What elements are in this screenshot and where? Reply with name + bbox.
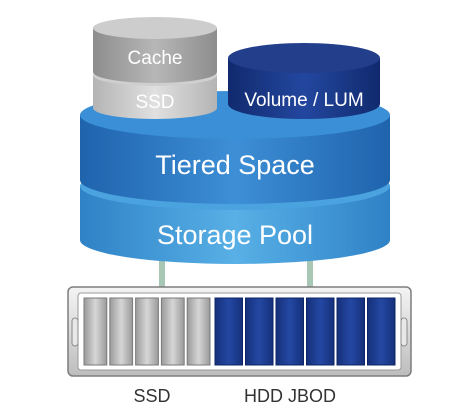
pool-connectors (159, 252, 313, 288)
enclosure-right-handle (400, 317, 408, 347)
ssd-bay (186, 297, 211, 366)
jbod-enclosure (67, 286, 412, 377)
volume-label: Volume / LUM (244, 90, 363, 111)
ssd-bay (83, 297, 108, 366)
volume-cylinder (228, 43, 380, 119)
hdd-bay (336, 297, 365, 366)
cache-cylinder (93, 17, 217, 83)
connector-right (307, 252, 313, 288)
enclosure-hdd-label: HDD JBOD (244, 386, 336, 406)
hdd-bay (214, 297, 243, 366)
ssd-bay (160, 297, 185, 366)
ssd-bays (83, 297, 211, 366)
ssd-cache-label: SSD (135, 92, 174, 113)
hdd-bays (214, 297, 396, 366)
cache-label: Cache (128, 48, 183, 69)
hdd-bay (306, 297, 335, 366)
connector-left (159, 252, 165, 288)
hdd-bay (275, 297, 304, 366)
storage-pool-label: Storage Pool (157, 220, 313, 250)
enclosure-left-handle (71, 317, 79, 347)
hdd-bay (367, 297, 396, 366)
ssd-bay (109, 297, 134, 366)
ssd-bay (135, 297, 159, 366)
hdd-bay (245, 297, 274, 366)
enclosure-ssd-label: SSD (133, 386, 170, 406)
tiered-space-label: Tiered Space (155, 150, 315, 180)
